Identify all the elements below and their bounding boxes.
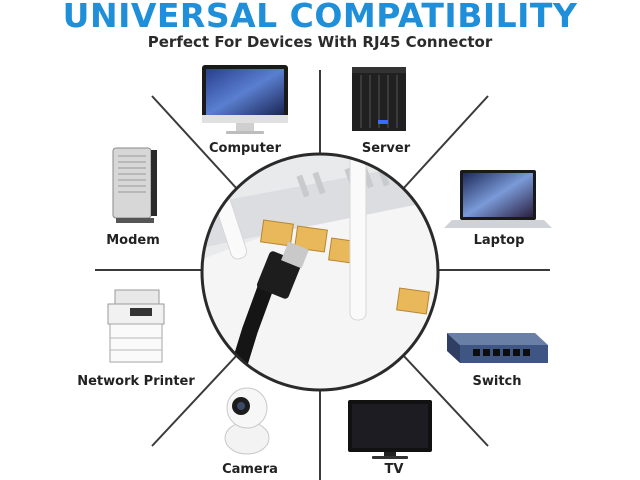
router-with-rj45-cable-icon [200, 152, 440, 392]
monitor-icon [202, 65, 288, 134]
device-label-server: Server [361, 141, 411, 156]
tv-icon [348, 400, 432, 459]
device-label-laptop: Laptop [473, 233, 525, 248]
server-rack-icon [352, 67, 406, 131]
page-subtitle: Perfect For Devices With RJ45 Connector [147, 33, 493, 51]
modem-icon [112, 147, 157, 223]
device-label-camera: Camera [222, 462, 278, 477]
diagram-spokes [95, 70, 550, 480]
page-title: UNIVERSAL COMPATIBILITY [62, 0, 578, 35]
device-label-computer: Computer [208, 141, 282, 156]
device-label-modem: Modem [106, 233, 160, 248]
printer-icon [107, 289, 165, 363]
laptop-icon [444, 170, 552, 228]
security-camera-icon [224, 387, 270, 455]
device-label-tv: TV [384, 462, 404, 477]
network-switch-icon [447, 333, 548, 363]
device-label-switch: Switch [472, 374, 522, 389]
device-label-network-printer: Network Printer [77, 374, 195, 389]
